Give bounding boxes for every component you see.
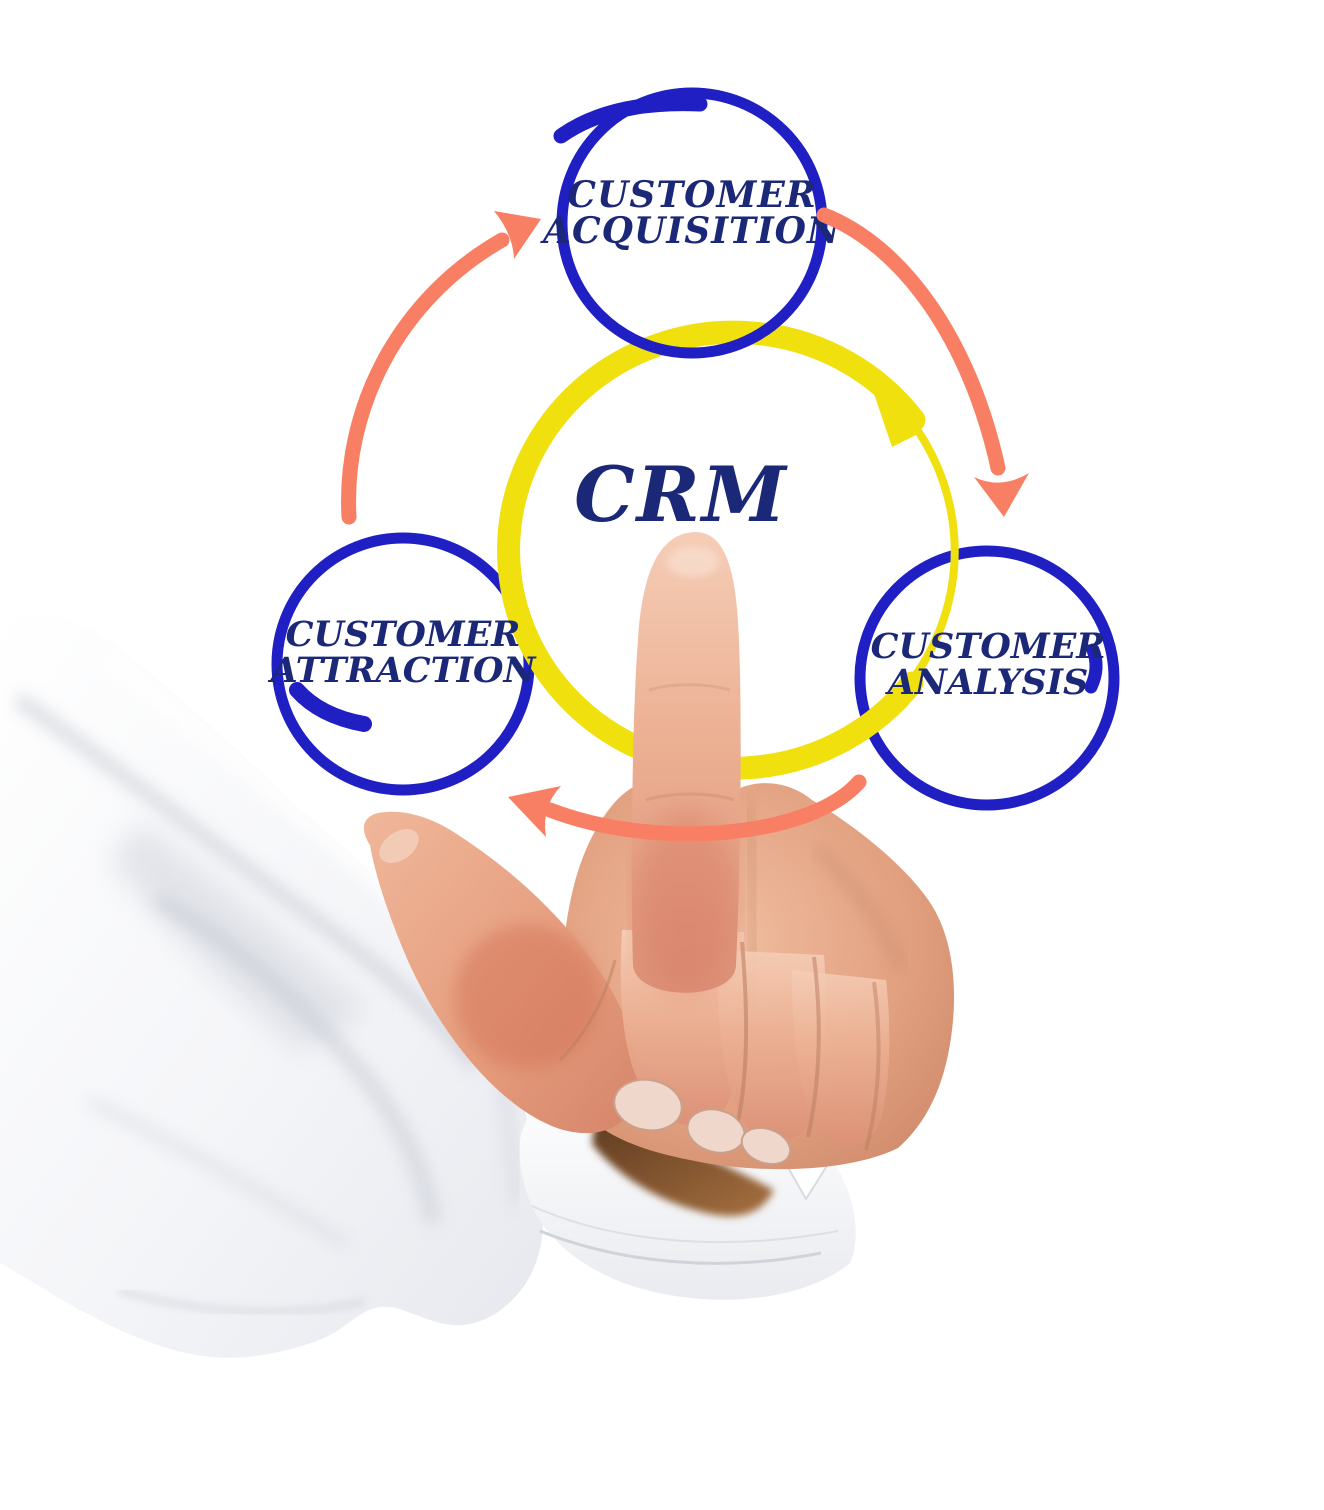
thenar-red-patch xyxy=(455,925,599,1069)
yellow-ring-taper-tip xyxy=(870,382,922,447)
finger-crease xyxy=(806,956,821,1138)
index-knuckle-crease xyxy=(648,683,731,692)
acquisition-label-line1: CUSTOMER xyxy=(567,174,816,216)
arrowhead-down xyxy=(974,473,1029,517)
analysis-label-line1: CUSTOMER xyxy=(871,626,1106,667)
thumb-palm-crease xyxy=(558,959,617,1062)
acquisition-brush-end xyxy=(553,96,708,144)
sleeve-fold-shadow xyxy=(118,1288,366,1316)
analysis-label-line2: ANALYSIS xyxy=(885,662,1089,703)
arrow-attraction-to-acquisition xyxy=(341,211,541,525)
hand-knuckle-shadow xyxy=(814,844,906,971)
attraction-label-line1: CUSTOMER xyxy=(286,614,521,655)
acquisition-label-line2: ACQUISITION xyxy=(540,210,842,252)
sleeve-fold-shadow xyxy=(110,820,370,1052)
cuff-seam xyxy=(539,1229,822,1265)
analysis-circle xyxy=(854,545,1120,811)
crm-cycle-diagram: CUSTOMER ACQUISITION CUSTOMER ATTRACTION… xyxy=(267,87,1120,811)
hand xyxy=(363,531,955,1170)
attraction-label-line2: ATTRACTION xyxy=(267,650,537,691)
arrow-tail xyxy=(341,232,510,525)
cuff-seam xyxy=(531,1205,839,1244)
curled-finger-little xyxy=(792,970,890,1147)
arrow-tail xyxy=(542,774,867,842)
finger-crease xyxy=(864,981,881,1151)
arrow-analysis-to-attraction xyxy=(508,774,867,842)
fingertip-highlight xyxy=(667,547,719,577)
pointing-index-finger xyxy=(631,531,741,993)
sleeve-fold-shadow xyxy=(15,695,479,1069)
sleeve-fold-highlight xyxy=(102,652,412,912)
finger-crease xyxy=(736,941,749,1123)
shirt-sleeve xyxy=(0,614,544,1358)
node-customer-analysis xyxy=(854,545,1120,811)
thumb-nail xyxy=(379,828,419,864)
attraction-brush-end xyxy=(289,682,372,732)
arrow-acquisition-to-analysis xyxy=(816,207,1029,517)
arrowhead-up-left xyxy=(508,786,561,837)
arrowhead-up-right xyxy=(494,211,541,259)
sleeve-fold-shadow xyxy=(154,894,440,1225)
node-customer-acquisition xyxy=(553,87,828,359)
crm-center-label: CRM xyxy=(574,450,788,539)
analysis-brush-end xyxy=(1084,643,1103,694)
index-red-patch xyxy=(636,808,736,992)
arrow-tail xyxy=(816,207,1006,476)
yellow-ring-thin-tail xyxy=(911,424,959,680)
index-knuckle-crease xyxy=(645,792,735,802)
cycle-arrows xyxy=(341,207,1029,842)
acquisition-circle xyxy=(556,87,828,359)
fingernail-little xyxy=(740,1126,792,1166)
fingernail-middle xyxy=(613,1078,683,1132)
sleeve-fold-shadow xyxy=(87,1097,347,1247)
